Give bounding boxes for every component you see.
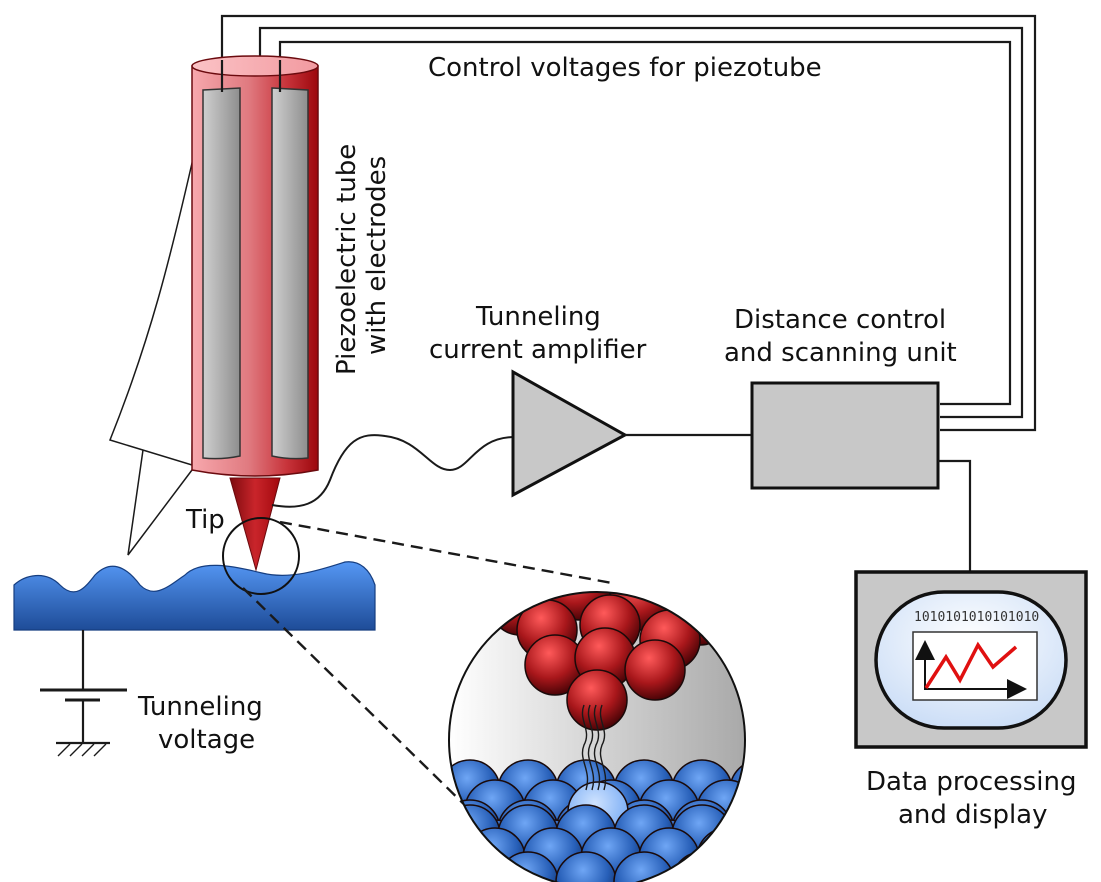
scanner-arm xyxy=(109,149,196,556)
binary-readout: 1010101010101010 xyxy=(914,610,1039,625)
ground-icon xyxy=(57,743,107,757)
control-voltage-wires xyxy=(220,14,1037,432)
sample-atom xyxy=(729,839,745,882)
piezo-tube-label: Piezoelectric tube with electrodes xyxy=(332,144,392,375)
voltage-source xyxy=(40,630,127,757)
amplifier-label-line1: Tunneling xyxy=(475,302,601,332)
distance-label-line1: Distance control xyxy=(734,305,946,335)
tip-signal-wire xyxy=(271,434,516,508)
tip-label: Tip xyxy=(185,505,225,535)
magnified-view xyxy=(448,591,815,882)
sample-atom xyxy=(729,851,745,882)
piezo-label-line1: Piezoelectric tube xyxy=(332,144,362,375)
tip-atom xyxy=(624,639,686,701)
electrode-right xyxy=(271,87,309,460)
sample-atom xyxy=(555,851,617,882)
electrode-left xyxy=(202,87,241,460)
control-voltages-label: Control voltages for piezotube xyxy=(428,53,822,83)
distance-label-line2: and scanning unit xyxy=(724,338,957,368)
distance-control-unit xyxy=(750,381,940,490)
graph-line xyxy=(924,641,1018,689)
display-label-line1: Data processing xyxy=(866,767,1076,797)
magnifier-circle xyxy=(222,517,300,595)
piezo-label-line2: with electrodes xyxy=(362,156,392,355)
voltage-label-line1: Tunneling xyxy=(137,692,263,722)
sample-atom xyxy=(755,860,815,882)
tip xyxy=(229,477,281,572)
amplifier xyxy=(511,369,629,498)
piezo-tube xyxy=(191,55,319,477)
unit-to-display-wire xyxy=(938,459,972,572)
sample-atom xyxy=(613,851,675,882)
sample-atom xyxy=(696,827,745,882)
voltage-label-line2: voltage xyxy=(158,725,255,755)
sample-atom xyxy=(449,851,501,882)
sample-atom xyxy=(729,799,745,861)
sample-atom xyxy=(755,780,815,840)
sample-atom xyxy=(729,759,745,821)
tunneling-current-lines xyxy=(581,704,607,791)
sample-atom xyxy=(696,859,745,882)
sample-surface xyxy=(13,561,376,631)
sample-atom xyxy=(755,820,815,880)
sample-atom xyxy=(729,804,745,866)
sample-atom xyxy=(449,839,501,882)
tip-atom xyxy=(566,669,628,731)
display-label-line2: and display xyxy=(898,800,1048,830)
sample-atom xyxy=(755,828,815,882)
zoom-line-bottom xyxy=(242,587,476,816)
amplifier-label-line2: current amplifier xyxy=(429,335,647,365)
display-unit: 1010101010101010 xyxy=(854,570,1088,749)
